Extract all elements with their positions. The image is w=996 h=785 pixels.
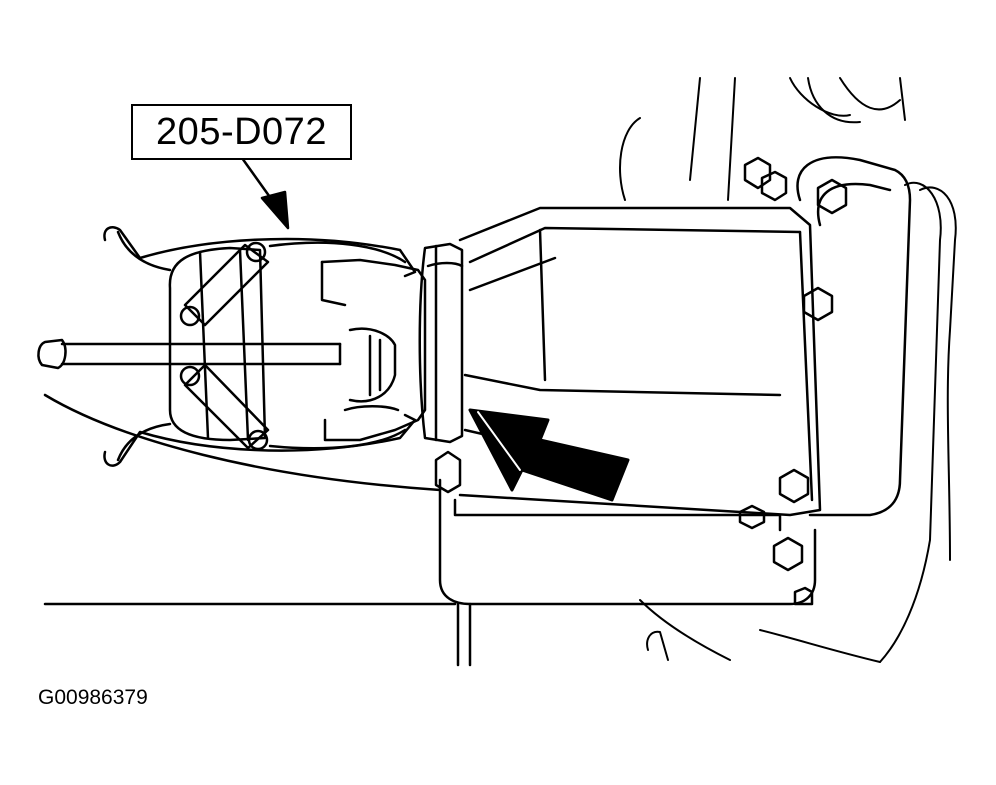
direction-arrow-icon [468,408,630,502]
puller-tool-icon [37,226,417,467]
tool-number-callout: 205-D072 [131,104,352,160]
cross-member [438,478,817,667]
background-frame [619,77,957,663]
housing-bolt-icon [434,156,848,606]
tool-number-label: 205-D072 [156,110,327,153]
figure-id-label: G00986379 [38,686,148,709]
ground-lines [43,393,457,606]
axle-yoke [320,258,427,442]
leader-arrow-icon [240,156,290,230]
pinion-flange [418,242,464,444]
